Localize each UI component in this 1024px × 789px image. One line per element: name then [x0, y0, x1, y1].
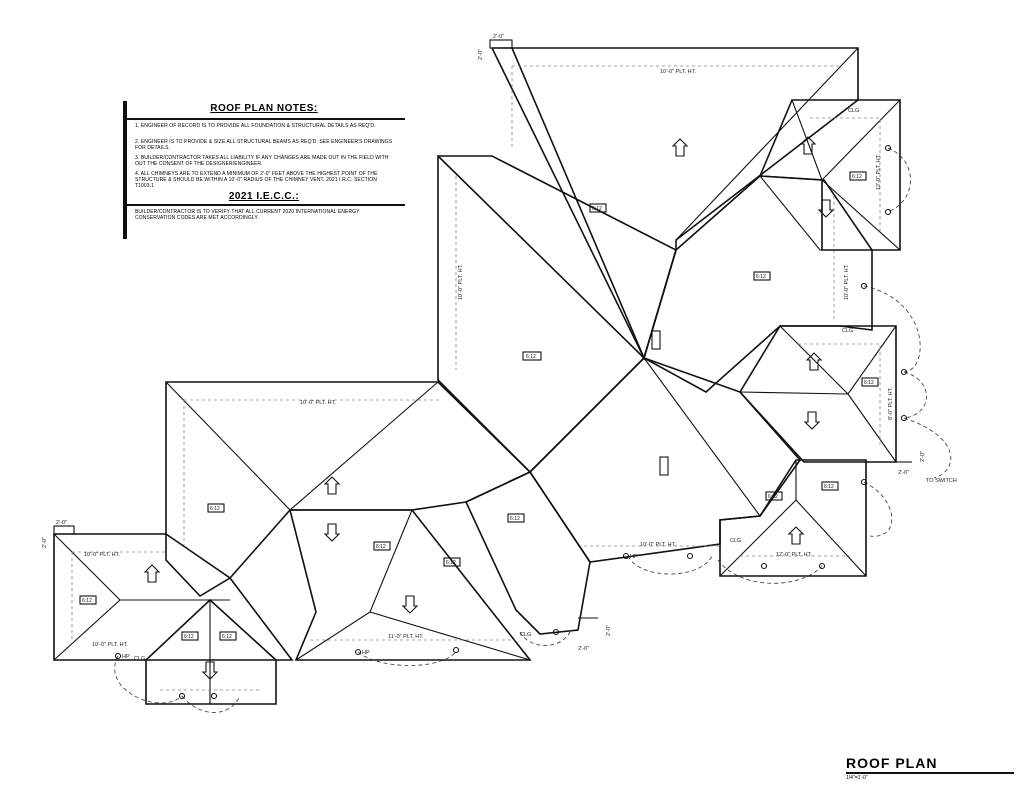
plate-height-right-upper: 12'-0" PLT. HT. — [876, 154, 882, 190]
note-4: 4. ALL CHIMNEYS ARE TO EXTEND A MINIMUM … — [135, 171, 378, 189]
fixture-label-hp: HP — [122, 654, 130, 660]
dimension-bottom-v: 2'-0" — [606, 625, 612, 636]
plate-height-north: 10'-0" PLT. HT. — [660, 69, 696, 75]
far-west-block: 10'-0" PLT. HT. 10'-0" PLT. HT. 2'-0" 2'… — [42, 520, 294, 661]
south-center-block: 2'-0" 2'-0" — [411, 470, 612, 652]
note-3: 3. BUILDER/CONTRACTOR TAKES ALL LIABILIT… — [135, 155, 389, 167]
plate-height-far-left-bottom: 10'-0" PLT. HT. — [92, 642, 128, 648]
dimension-far-left: 2'-0" — [56, 520, 67, 526]
ne-hip-block: 12'-0" PLT. HT. — [758, 99, 901, 251]
plate-height-bottom-far-right: 12'-0" PLT. HT. — [776, 552, 812, 558]
north-wing: 10'-0" PLT. HT. 2'-0" 2'-0" — [478, 34, 859, 361]
plate-height-bottom-right: 10'-0" PLT. HT. — [640, 542, 676, 548]
fixture-label-clg-s: CLG — [520, 632, 531, 638]
e-lower-hip-block: 8'-0" PLT. HT. 2'-0" 2'-0" — [739, 325, 926, 476]
fixture-label-hp-sc: HP — [362, 650, 370, 656]
plate-height-right-lower: 8'-0" PLT. HT. — [888, 387, 894, 420]
electrical-arcs — [114, 147, 952, 713]
dimension-far-left-v: 2'-0" — [42, 537, 48, 548]
note-1: 1. ENGINEER OF RECORD IS TO PROVIDE ALL … — [135, 123, 376, 129]
svg-text:6:12: 6:12 — [756, 274, 766, 280]
dimension-top-left-v: 2'-0" — [478, 49, 484, 60]
sw-small-gable — [145, 598, 277, 705]
title-underline — [846, 772, 1014, 774]
svg-text:6:12: 6:12 — [526, 354, 536, 360]
fixture-label-clg-ne: CLG — [848, 108, 859, 114]
svg-text:6:12: 6:12 — [184, 634, 194, 640]
plate-height-left: 10'-0" PLT. HT. — [300, 400, 336, 406]
fixture-label-clg-e: CLG — [842, 328, 853, 334]
dimension-right-v: 2'-0" — [920, 451, 926, 462]
note-2: 2. ENGINEER IS TO PROVIDE & SIZE ALL STR… — [135, 139, 393, 151]
svg-text:6:12: 6:12 — [222, 634, 232, 640]
svg-text:6:12: 6:12 — [852, 174, 862, 180]
svg-text:6:12: 6:12 — [510, 516, 520, 522]
roof-plan-notes: ROOF PLAN NOTES: 1. ENGINEER OF RECORD I… — [123, 101, 405, 239]
svg-text:6:12: 6:12 — [210, 506, 220, 512]
svg-text:6:12: 6:12 — [864, 380, 874, 386]
svg-text:6:12: 6:12 — [592, 206, 602, 212]
dimension-right: 2'-0" — [898, 470, 909, 476]
fixtures: HP CLG CLG CLG CLG CLG HP HP TO SWITCH — [114, 108, 957, 700]
fixture-label-hp-s: HP — [630, 554, 638, 560]
svg-text:6:12: 6:12 — [824, 484, 834, 490]
svg-text:6:12: 6:12 — [376, 544, 386, 550]
drawing-title: ROOF PLAN — [846, 755, 938, 771]
svg-text:6:12: 6:12 — [768, 494, 778, 500]
east-wing: 10'-0" PLT. HT. — [643, 175, 873, 393]
plate-height-center: 10'-0" PLT. HT. — [458, 264, 464, 300]
dimension-bottom: 2'-0" — [578, 646, 589, 652]
svg-text:6:12: 6:12 — [82, 598, 92, 604]
fixture-label-clg-se: CLG — [730, 538, 741, 544]
drawing-scale: 1/4"=1'-0" — [846, 775, 868, 781]
south-gable: 11'-0" PLT. HT. — [288, 509, 532, 661]
center-wing: 10'-0" PLT. HT. — [437, 155, 677, 474]
code-text: BUILDER/CONTRACTOR IS TO VERIFY THAT ALL… — [135, 209, 360, 221]
notes-title: ROOF PLAN NOTES: — [210, 103, 318, 114]
plate-height-right-middle: 10'-0" PLT. HT. — [844, 264, 850, 300]
se-hip-block: 12'-0" PLT. HT. — [719, 459, 867, 577]
title-block: ROOF PLAN 1/4"=1'-0" — [846, 755, 1014, 781]
fixture-label-clg: CLG — [134, 656, 145, 662]
pitch-arrows: 6:12 6:12 6:12 6:12 6:12 6:12 6:12 6:12 … — [79, 136, 879, 680]
plate-height-bottom-center: 11'-0" PLT. HT. — [388, 634, 424, 640]
dimension-top-left: 2'-0" — [493, 34, 504, 40]
west-wing: 10'-0" PLT. HT. — [165, 381, 532, 598]
code-title: 2021 I.E.C.C.: — [228, 191, 300, 202]
svg-text:6:12: 6:12 — [446, 560, 456, 566]
plate-height-far-left-top: 10'-0" PLT. HT. — [84, 552, 120, 558]
switch-note: TO SWITCH — [926, 478, 957, 484]
